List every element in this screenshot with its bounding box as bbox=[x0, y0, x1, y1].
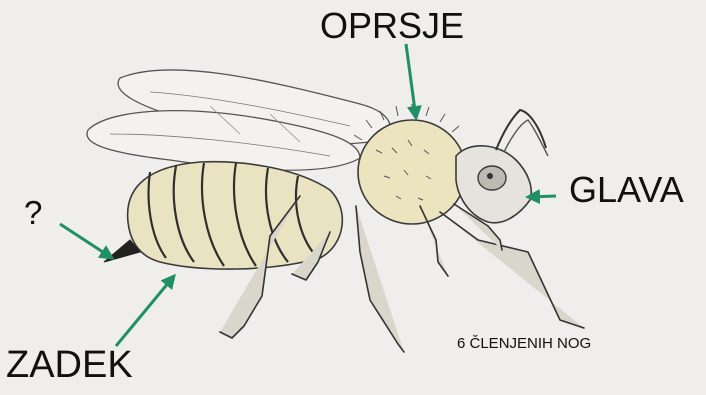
stinger-question-label: ? bbox=[24, 196, 42, 229]
abdomen-label: ZADEK bbox=[6, 346, 133, 384]
wings bbox=[87, 70, 390, 170]
head bbox=[456, 110, 548, 223]
arrow-to-stinger bbox=[60, 224, 112, 258]
arrow-to-head bbox=[528, 196, 556, 197]
antenna bbox=[496, 110, 546, 150]
abdomen bbox=[128, 162, 343, 269]
arrow-to-abdomen bbox=[116, 276, 174, 346]
leg bbox=[440, 212, 584, 328]
leg bbox=[356, 206, 404, 352]
legs-label: 6 ČLENJENIH NOG bbox=[457, 336, 591, 351]
antenna bbox=[504, 120, 548, 156]
thorax-label: OPRSJE bbox=[320, 8, 464, 44]
arrow-to-thorax bbox=[406, 44, 416, 118]
head-label: GLAVA bbox=[569, 172, 684, 208]
